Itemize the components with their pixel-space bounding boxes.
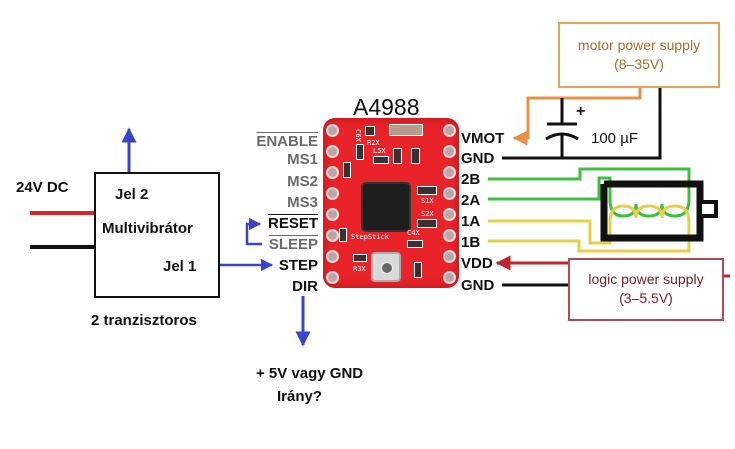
pin-vmot: VMOT	[461, 130, 505, 147]
logic-power-supply: logic power supply (3–5.5V)	[568, 258, 724, 321]
pin-ms1: MS1	[287, 151, 318, 168]
current-limit-potentiometer[interactable]	[371, 252, 401, 282]
pin-ms2: MS2	[287, 173, 318, 190]
dir-note-question: Irány?	[277, 388, 323, 405]
coil-2	[608, 199, 691, 218]
pin-gnd-motor: GND	[461, 150, 495, 167]
pin-vdd: VDD	[461, 255, 493, 272]
capacitor-value: 100 µF	[591, 130, 638, 147]
multivibrator-caption: 2 tranzisztoros	[91, 312, 197, 329]
pin-sleep: SLEEP	[268, 236, 318, 253]
capacitor-polarity: +	[576, 103, 586, 120]
jel1-label: Jel 1	[163, 258, 197, 275]
pin-enable: ENABLE	[256, 133, 318, 150]
pin-2b: 2B	[461, 171, 481, 188]
pin-1a: 1A	[461, 213, 481, 230]
motor-supply-title: motor power supply	[577, 37, 701, 53]
driver-chip	[363, 184, 409, 230]
vmot-wire	[512, 88, 642, 146]
motor-power-supply: motor power supply (8–35V)	[558, 22, 720, 88]
logic-supply-range: (3–5.5V)	[619, 290, 673, 306]
pin-dir: DIR	[292, 278, 318, 295]
stepper-motor	[600, 180, 718, 242]
multivibrator-block	[94, 172, 220, 298]
power-input-label: 24V DC	[16, 179, 69, 196]
motor-ground-wire	[502, 88, 662, 160]
pin-reset: RESET	[267, 215, 318, 232]
a4988-board: C6X R2X L5X S1X S2X StepStick C4X R3X	[323, 118, 459, 288]
logic-supply-title: logic power supply	[588, 271, 704, 287]
pin-2a: 2A	[461, 192, 481, 209]
capacitor-symbol	[545, 98, 579, 158]
pin-ms3: MS3	[287, 194, 318, 211]
pin-gnd-logic: GND	[461, 277, 495, 294]
dir-note-level: + 5V vagy GND	[256, 365, 364, 382]
driver-title: A4988	[353, 94, 420, 120]
pin-step: STEP	[278, 257, 318, 274]
pin-1b: 1B	[461, 234, 481, 251]
jel2-label: Jel 2	[115, 186, 149, 203]
multivibrator-label: Multivibrátor	[102, 220, 193, 237]
coil-1	[608, 204, 691, 223]
motor-supply-range: (8–35V)	[614, 56, 664, 72]
reset-sleep-jumper	[245, 217, 262, 246]
